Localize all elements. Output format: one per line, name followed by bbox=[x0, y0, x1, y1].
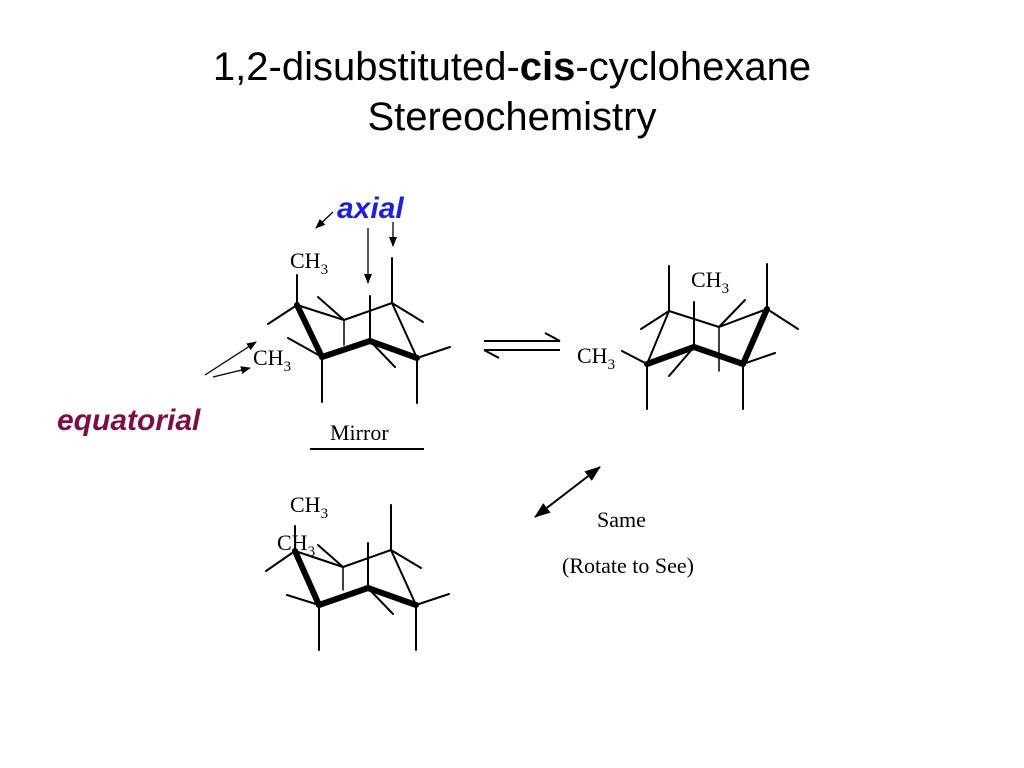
ring-bond bbox=[644, 344, 697, 367]
equatorial-bond bbox=[390, 549, 422, 569]
equatorial-bond bbox=[286, 594, 320, 606]
equatorial-bond bbox=[287, 337, 323, 358]
ring-bond bbox=[646, 310, 670, 365]
equatorial-bond bbox=[718, 299, 746, 328]
equatorial-bond bbox=[766, 308, 799, 330]
ring-bond bbox=[367, 338, 420, 361]
ring-bond bbox=[343, 302, 393, 321]
equatorial-bond bbox=[668, 346, 695, 377]
equatorial-bond bbox=[317, 544, 344, 568]
title-bold: cis bbox=[519, 45, 576, 89]
ring-bond bbox=[316, 585, 371, 608]
methyl-label: CH3 bbox=[691, 267, 729, 297]
equatorial-bond bbox=[369, 340, 396, 368]
equatorial-bond bbox=[742, 352, 776, 365]
methyl-label: CH3 bbox=[277, 530, 315, 560]
equatorial-label: equatorial bbox=[57, 404, 201, 437]
methyl-label: CH3 bbox=[577, 343, 615, 373]
equilibrium-reverse-head bbox=[483, 349, 500, 359]
title-prefix: 1,2-disubstituted- bbox=[212, 45, 520, 89]
equatorial-pointer-arrows bbox=[204, 341, 257, 378]
methyl-label: CH3 bbox=[290, 248, 328, 278]
ring-bond bbox=[296, 304, 345, 321]
equatorial-bond bbox=[265, 550, 296, 572]
ring-bond bbox=[391, 302, 418, 359]
ring-bond bbox=[319, 338, 373, 360]
equatorial-bond bbox=[415, 593, 450, 606]
axial-arrow-1 bbox=[315, 211, 334, 229]
equatorial-bond bbox=[267, 304, 298, 325]
equatorial-bond bbox=[621, 350, 648, 365]
title-line-2: Stereochemistry bbox=[367, 95, 657, 139]
title-suffix: -cyclohexane bbox=[575, 45, 812, 89]
mirror-label: Mirror bbox=[330, 420, 389, 445]
axial-label: axial bbox=[337, 192, 404, 225]
chair-conformer-2 bbox=[621, 263, 799, 410]
ring-bond bbox=[365, 585, 419, 608]
equatorial-bond bbox=[391, 302, 424, 323]
equilibrium-arrows bbox=[483, 332, 561, 359]
equatorial-bond bbox=[416, 346, 451, 359]
ring-bond bbox=[294, 550, 344, 568]
methyl-label: CH3 bbox=[290, 492, 328, 522]
page-title: 1,2-disubstituted-cis-cyclohexane Stereo… bbox=[0, 42, 1024, 142]
ring-bond bbox=[390, 549, 417, 606]
rotate-label: (Rotate to See) bbox=[562, 553, 694, 578]
same-label: Same bbox=[597, 507, 646, 532]
chair-conformer-1 bbox=[267, 257, 451, 404]
axial-pointer-arrows bbox=[315, 211, 397, 284]
chair-conformer-3 bbox=[265, 504, 450, 651]
ring-bond bbox=[718, 308, 768, 328]
equatorial-bond bbox=[367, 587, 394, 615]
title-line-1: 1,2-disubstituted-cis-cyclohexane bbox=[0, 42, 1024, 92]
equatorial-arrow-1 bbox=[204, 341, 257, 376]
equatorial-arrow-2 bbox=[212, 366, 251, 378]
ring-bond bbox=[292, 548, 322, 608]
equatorial-bond bbox=[317, 296, 345, 321]
ring-bond bbox=[740, 306, 770, 367]
equatorial-bond bbox=[640, 310, 670, 330]
equilibrium-forward-head bbox=[544, 332, 561, 342]
methyl-label: CH3 bbox=[253, 345, 291, 375]
ring-bond bbox=[294, 302, 325, 360]
same-double-arrow bbox=[534, 466, 601, 518]
